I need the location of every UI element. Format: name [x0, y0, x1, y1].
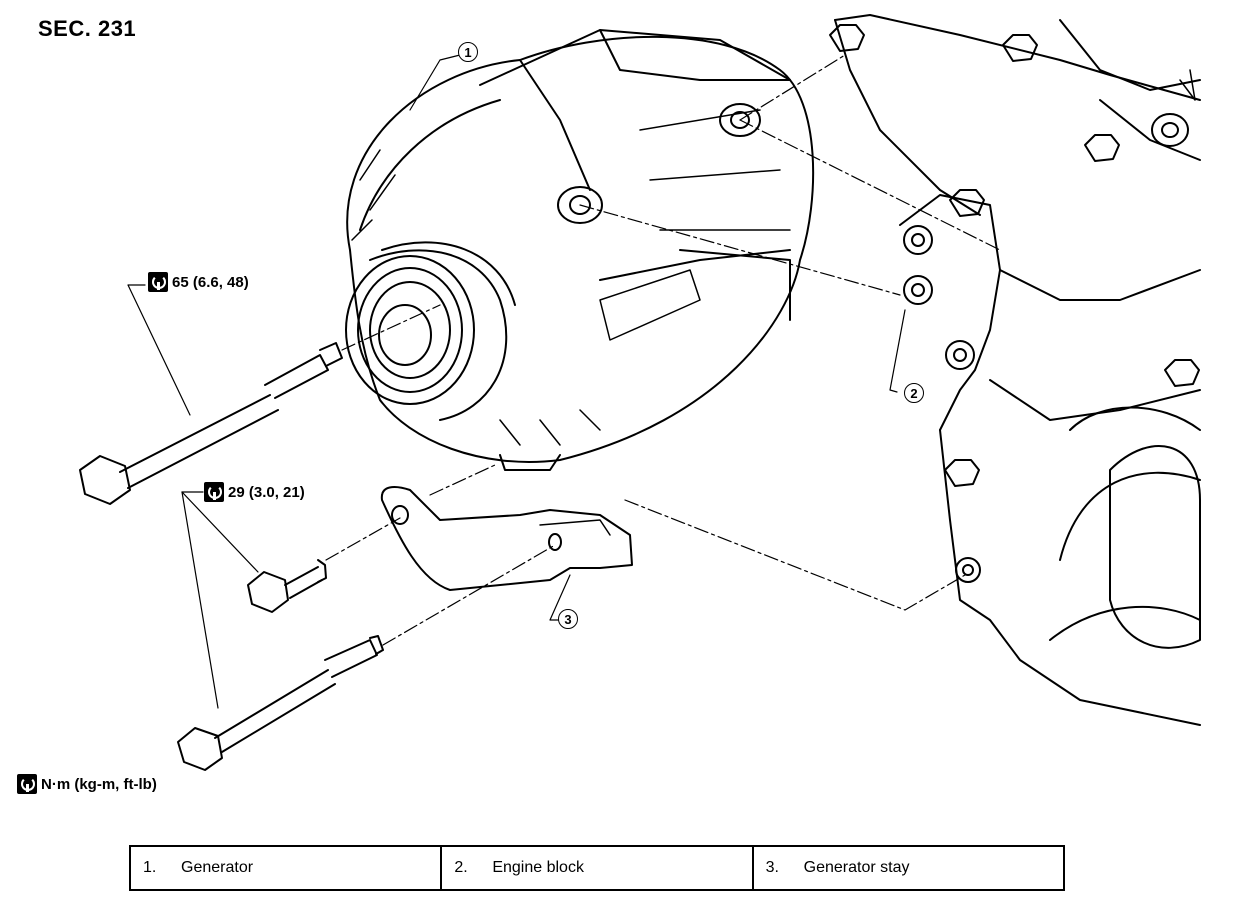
short-bolt: [247, 559, 327, 613]
legend-item-label: Generator stay: [803, 859, 910, 876]
engine-block-drawing: [829, 14, 1201, 726]
parts-legend-table: 1. Generator 2. Engine block 3. Generato…: [129, 845, 1065, 891]
long-bolt-bottom: [177, 635, 384, 771]
callout-3: 3: [558, 609, 578, 629]
legend-item: 3. Generator stay: [751, 847, 1063, 889]
generator-stay-drawing: [380, 486, 633, 591]
legend-item-label: Generator: [181, 859, 254, 876]
torque-spec-top: 65 (6.6, 48): [148, 272, 249, 292]
callout-2: 2: [904, 383, 924, 403]
callout-leaders: [127, 54, 906, 709]
center-lines: [325, 54, 1001, 646]
generator-drawing: [345, 29, 815, 471]
legend-item-number: 1.: [143, 859, 157, 876]
legend-item-number: 3.: [765, 859, 779, 876]
wrench-torque-icon: [204, 482, 224, 502]
torque-unit-legend: N·m (kg-m, ft-lb): [17, 774, 157, 794]
torque-spec-middle: 29 (3.0, 21): [204, 482, 305, 502]
wrench-torque-icon: [17, 774, 37, 794]
legend-item: 1. Generator: [131, 847, 440, 889]
torque-value-top: 65 (6.6, 48): [172, 273, 249, 291]
wrench-torque-icon: [148, 272, 168, 292]
long-bolt-top: [79, 342, 343, 505]
torque-unit-text: N·m (kg-m, ft-lb): [41, 775, 157, 793]
legend-item: 2. Engine block: [440, 847, 751, 889]
callout-1: 1: [458, 42, 478, 62]
legend-item-number: 2.: [454, 859, 468, 876]
legend-item-label: Engine block: [492, 859, 584, 876]
torque-value-middle: 29 (3.0, 21): [228, 483, 305, 501]
section-label: SEC. 231: [38, 16, 137, 41]
